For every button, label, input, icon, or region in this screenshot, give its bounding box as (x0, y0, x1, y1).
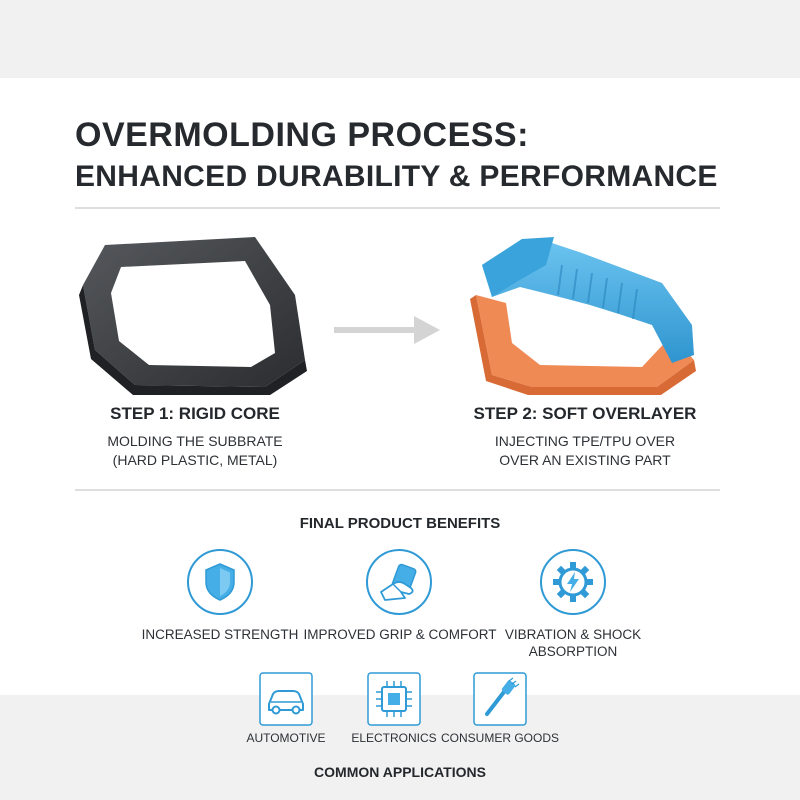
step2-desc-line2: OVER AN EXISTING PART (499, 452, 671, 468)
shield-icon (187, 549, 253, 615)
benefit-label-vibration-line2: ABSORPTION (528, 644, 618, 659)
applications-title: COMMON APPLICATIONS (314, 764, 486, 780)
hand-grip-icon (366, 549, 432, 615)
benefit-label-grip: IMPROVED GRIP & COMFORT (303, 627, 497, 642)
step1-desc-line1: MOLDING THE SUBBRATE (107, 433, 283, 449)
divider-top (75, 207, 720, 209)
step1-desc-line2: (HARD PLASTIC, METAL) (112, 452, 278, 468)
step2-desc-line1: INJECTING TPE/TPU OVER (494, 433, 676, 449)
app-label-consumer-goods: CONSUMER GOODS (440, 731, 559, 745)
overmolded-part-illustration (470, 237, 696, 395)
page-subtitle: ENHANCED DURABILITY & PERFORMANCE (75, 160, 718, 193)
benefits-title: FINAL PRODUCT BENEFITS (299, 515, 501, 532)
divider-middle (75, 489, 720, 491)
app-label-electronics: ELECTRONICS (351, 731, 437, 745)
benefit-label-strength: INCREASED STRENGTH (141, 627, 299, 642)
rigid-core-illustration (79, 237, 307, 395)
benefit-label-vibration-line1: VIBRATION & SHOCK (504, 627, 642, 642)
step1-description: MOLDING THE SUBBRATE (HARD PLASTIC, META… (70, 432, 320, 470)
chip-icon (367, 672, 421, 726)
top-band (0, 0, 800, 78)
car-icon (259, 672, 313, 726)
gear-lightning-icon (540, 549, 606, 615)
benefit-label-vibration: VIBRATION & SHOCK ABSORPTION (483, 626, 663, 660)
page-title: OVERMOLDING PROCESS: (75, 116, 529, 154)
step2-description: INJECTING TPE/TPU OVER OVER AN EXISTING … (460, 432, 710, 470)
step2-title: STEP 2: SOFT OVERLAYER (473, 404, 697, 423)
app-label-automotive: AUTOMOTIVE (246, 731, 326, 745)
toothbrush-icon (473, 672, 527, 726)
right-arrow-icon (334, 316, 440, 344)
step1-title: STEP 1: RIGID CORE (110, 404, 280, 423)
